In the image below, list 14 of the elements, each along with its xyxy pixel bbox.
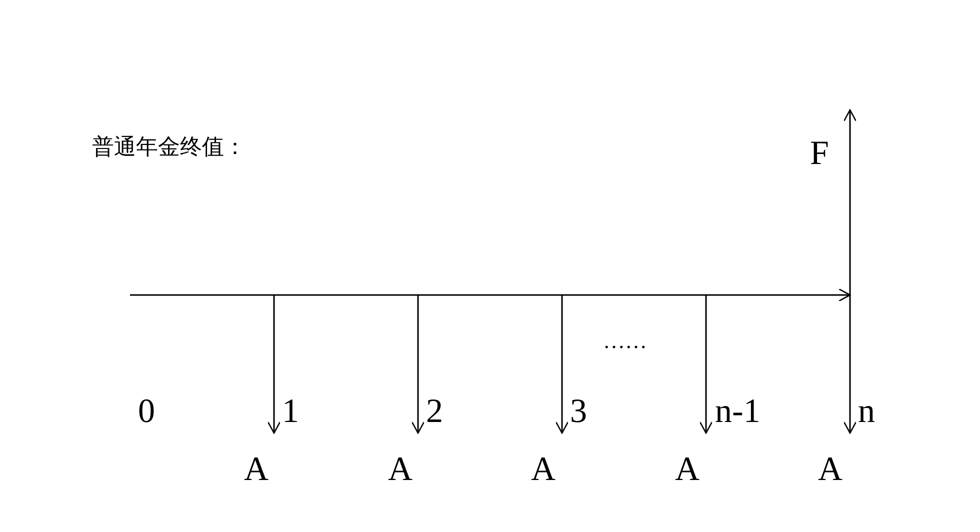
period-number: 3 bbox=[570, 395, 587, 429]
payment-label: A bbox=[388, 453, 413, 487]
period-number: 0 bbox=[138, 395, 155, 429]
period-number: 1 bbox=[282, 395, 299, 429]
payment-label: A bbox=[675, 453, 700, 487]
payment-label: A bbox=[818, 453, 843, 487]
period-number: n-1 bbox=[715, 395, 760, 429]
period-number: n bbox=[858, 395, 875, 429]
payment-label: A bbox=[531, 453, 556, 487]
payment-label: A bbox=[244, 453, 269, 487]
diagram-title: 普通年金终值： bbox=[92, 137, 246, 159]
ellipsis-text: …… bbox=[603, 330, 647, 352]
period-number: 2 bbox=[426, 395, 443, 429]
future-value-label: F bbox=[810, 137, 829, 171]
